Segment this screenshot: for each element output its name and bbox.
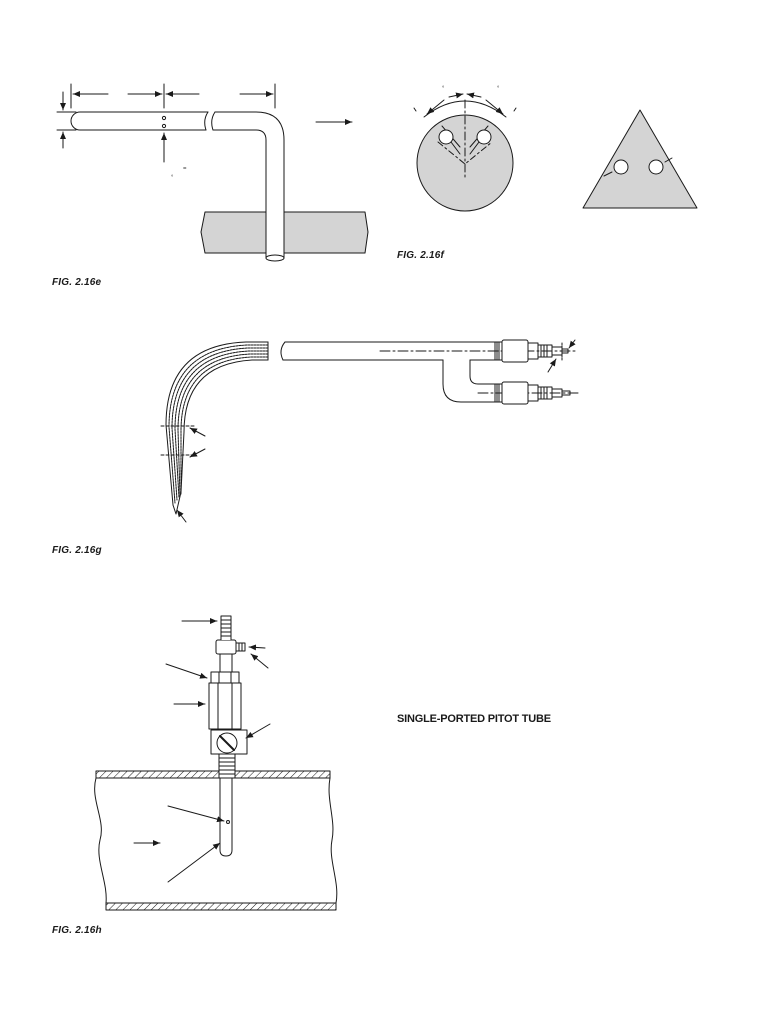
- fig-h-pitot-assembly: [165, 615, 271, 883]
- fig-h-port-hole: [226, 820, 230, 824]
- fig-e-port-hole: [161, 115, 167, 121]
- fig-f-degree-right: °: [497, 86, 500, 92]
- fig-e-equal-sign: =: [183, 166, 187, 172]
- single-ported-pitot-tube-label: SINGLE-PORTED PITOT TUBE: [397, 713, 551, 725]
- fig-f-triangular-section: [582, 109, 698, 209]
- fig-f-circular-section: [413, 92, 517, 212]
- caption-fig-e: FIG. 2.16e: [52, 277, 102, 288]
- fig-h-pipe-bottom-wall: [105, 902, 337, 911]
- fig-h-pipe-top-wall: [95, 770, 331, 779]
- fig-f-triangle: [582, 109, 698, 209]
- caption-fig-h: FIG. 2.16h: [52, 925, 102, 936]
- fig-g-probe: [160, 339, 579, 523]
- caption-fig-g: FIG. 2.16g: [52, 545, 102, 556]
- caption-fig-f: FIG. 2.16f: [397, 250, 445, 261]
- fig-e-degree: °: [171, 175, 174, 181]
- fig-h-pipe: [94, 770, 338, 911]
- fig-e-probe: [56, 83, 369, 262]
- fig-f-degree-left: °: [442, 86, 445, 92]
